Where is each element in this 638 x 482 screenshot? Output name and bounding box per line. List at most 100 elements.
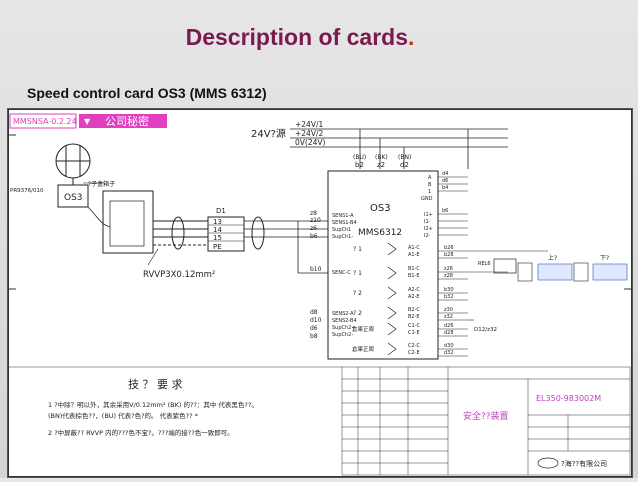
slide-title-text: Description of cards bbox=[185, 24, 408, 50]
sig-i1m: I1- bbox=[424, 219, 431, 225]
sig-i2p: I2+ bbox=[424, 226, 433, 232]
sig-supch1: SupCh1 bbox=[332, 227, 351, 233]
upper-out-label: 上? bbox=[548, 254, 557, 262]
channel-1b: ? 1 bbox=[353, 270, 362, 277]
terminal-box-label: ?子盒箱子 bbox=[88, 180, 115, 188]
channel-2a: ? 2 bbox=[353, 290, 362, 297]
relay-num-b26: b26 bbox=[444, 245, 454, 251]
upper-out-block bbox=[537, 263, 573, 281]
stamp-box-right bbox=[99, 114, 167, 128]
sensor-label: PR9376/010 bbox=[10, 188, 44, 194]
relay-pin-a1e: A1-E bbox=[408, 252, 420, 258]
sig-sens1-a: SENS1-A bbox=[332, 213, 354, 219]
supply-label: 24V?源 bbox=[251, 127, 286, 140]
pin-d6: d6 bbox=[310, 325, 318, 332]
slide-title: Description of cards. bbox=[0, 24, 600, 51]
relay-pin-a1c: A1-C bbox=[408, 245, 420, 251]
stamp-left-text: MMSNSA-0.2.24 bbox=[13, 117, 77, 126]
stamp-mark-box bbox=[79, 114, 99, 128]
tb-project: 安全??装置 bbox=[463, 410, 509, 422]
relay-switch-icons bbox=[387, 242, 397, 356]
card-name: OS3 bbox=[370, 203, 391, 214]
relay-num-z28: z28 bbox=[444, 273, 453, 279]
relay-pin-numbers: b26 b28 z26 z28 b30 b32 z30 z32 d26 d28 … bbox=[444, 245, 454, 356]
notes-line-2: (BN)代表棕色??，(BU) 代表?色?的。 代表紫色?? * bbox=[48, 411, 199, 420]
relay-pin-b2e: B2-E bbox=[408, 314, 420, 320]
sensor-probe-icon bbox=[55, 143, 91, 185]
relay-num-b28: b28 bbox=[444, 252, 454, 258]
pin-b6-r: b6 bbox=[442, 208, 448, 214]
relay-num-d30: d30 bbox=[444, 343, 454, 349]
sig-i2m: I2- bbox=[424, 233, 431, 239]
pin-d10: d10 bbox=[310, 317, 322, 324]
sig-b: B bbox=[428, 182, 432, 188]
slide-subtitle: Speed control card OS3 (MMS 6312) bbox=[27, 85, 267, 101]
relay-pin-b1e: B1-E bbox=[408, 273, 420, 279]
schematic-svg: MMSNSA-0.2.24 ▼ 公司秘密 24V?源 +24V/1 +24V/2… bbox=[8, 109, 632, 477]
supply-line-3: 0V(24V) bbox=[295, 138, 326, 147]
tb-company: ?海??有限公司 bbox=[561, 459, 607, 468]
sensor-box bbox=[57, 184, 89, 208]
supply-line-2: +24V/2 bbox=[295, 129, 323, 138]
relay-pin-labels: A1-C A1-E B1-C B1-E A2-C A2-E B2-C B2-E … bbox=[408, 245, 420, 356]
notes-line-3: 2 ?中屏蔽?? RVVP 内的???色不宝?。???端的接??色一致即可。 bbox=[48, 428, 234, 437]
pin-d6-r: d6 bbox=[442, 178, 448, 184]
supply-line-1: +24V/1 bbox=[295, 120, 323, 129]
channel-2b: ? 2 bbox=[353, 310, 362, 317]
pin-z6: z6 bbox=[310, 225, 317, 232]
stamp-right-text: 公司秘密 bbox=[105, 114, 149, 128]
conn-pin-1: b2 bbox=[355, 161, 364, 169]
lower-out-block bbox=[592, 263, 628, 281]
relay-num-z30: z30 bbox=[444, 307, 453, 313]
terminal-name: D1 bbox=[216, 207, 226, 215]
company-logo-icon bbox=[537, 457, 559, 469]
relay-pin-b1c: B1-C bbox=[408, 266, 420, 272]
conn-color-1: (BU) bbox=[353, 154, 366, 161]
os3-card bbox=[327, 170, 439, 360]
dir-label-2: 倉庫正周 bbox=[352, 345, 374, 353]
tb-drawing-no: EL350-983002M bbox=[536, 394, 601, 403]
terminal-block bbox=[207, 216, 245, 252]
relay-pin-a2e: A2-E bbox=[408, 294, 420, 300]
sig-gnd: GND bbox=[421, 196, 433, 202]
relay-pin-c2e: C2-E bbox=[408, 350, 420, 356]
terminal-pe: PE bbox=[213, 243, 222, 251]
pin-z8: z8 bbox=[310, 210, 317, 217]
relay-num-d28: d28 bbox=[444, 330, 454, 336]
relay-num-d26: d26 bbox=[444, 323, 454, 329]
conn-color-2: (BK) bbox=[375, 154, 388, 161]
sig-a: A bbox=[428, 175, 432, 181]
stamp-mark: ▼ bbox=[84, 117, 91, 126]
relay-num-b32: b32 bbox=[444, 294, 454, 300]
rel-module bbox=[493, 258, 517, 274]
relay-pin-c1e: C1-E bbox=[408, 330, 420, 336]
sig-supch2-plus: SupCh2+ bbox=[332, 325, 356, 331]
pin-b6: b6 bbox=[310, 233, 318, 240]
relay-pin-c2c: C2-C bbox=[408, 343, 420, 349]
relay-pin-b2c: B2-C bbox=[408, 307, 420, 313]
sensor-box-text: OS3 bbox=[64, 193, 83, 203]
notes-title: 技 ？ 要 求 bbox=[128, 378, 183, 391]
sig-senc-c: SENC-C bbox=[332, 270, 351, 276]
pin-b10: b10 bbox=[310, 266, 322, 273]
slide-title-period: . bbox=[408, 24, 415, 50]
notes-line-1: 1 ?中除？明以外，其余采用V/0.12mm² (BK) 的??：其中 代表黑色… bbox=[48, 400, 258, 409]
sig-i1p: I1+ bbox=[424, 212, 433, 218]
relay-num-z32: z32 bbox=[444, 314, 453, 320]
sig-1: 1 bbox=[428, 189, 431, 195]
dir-label-1: 倉庫正周 bbox=[352, 325, 374, 333]
card-model: MMS6312 bbox=[358, 228, 402, 238]
cable-label: RVVP3X0.12mm² bbox=[143, 270, 215, 280]
sig-supch2-minus: SupCh2- bbox=[332, 332, 353, 338]
d12-label: D12/z32 bbox=[474, 327, 497, 333]
conn-pin-3: d2 bbox=[400, 161, 409, 169]
channel-1a: ? 1 bbox=[353, 246, 362, 253]
terminal-13: 13 bbox=[213, 218, 222, 226]
relay-num-d32: d32 bbox=[444, 350, 454, 356]
terminal-14: 14 bbox=[213, 226, 222, 234]
stamp-box-left bbox=[9, 113, 77, 129]
conn-pin-2: z2 bbox=[377, 161, 385, 169]
sig-sens1-b4: SENS1-B4 bbox=[332, 220, 357, 226]
pin-d8: d8 bbox=[310, 309, 318, 316]
relay-pin-c1c: C1-C bbox=[408, 323, 420, 329]
